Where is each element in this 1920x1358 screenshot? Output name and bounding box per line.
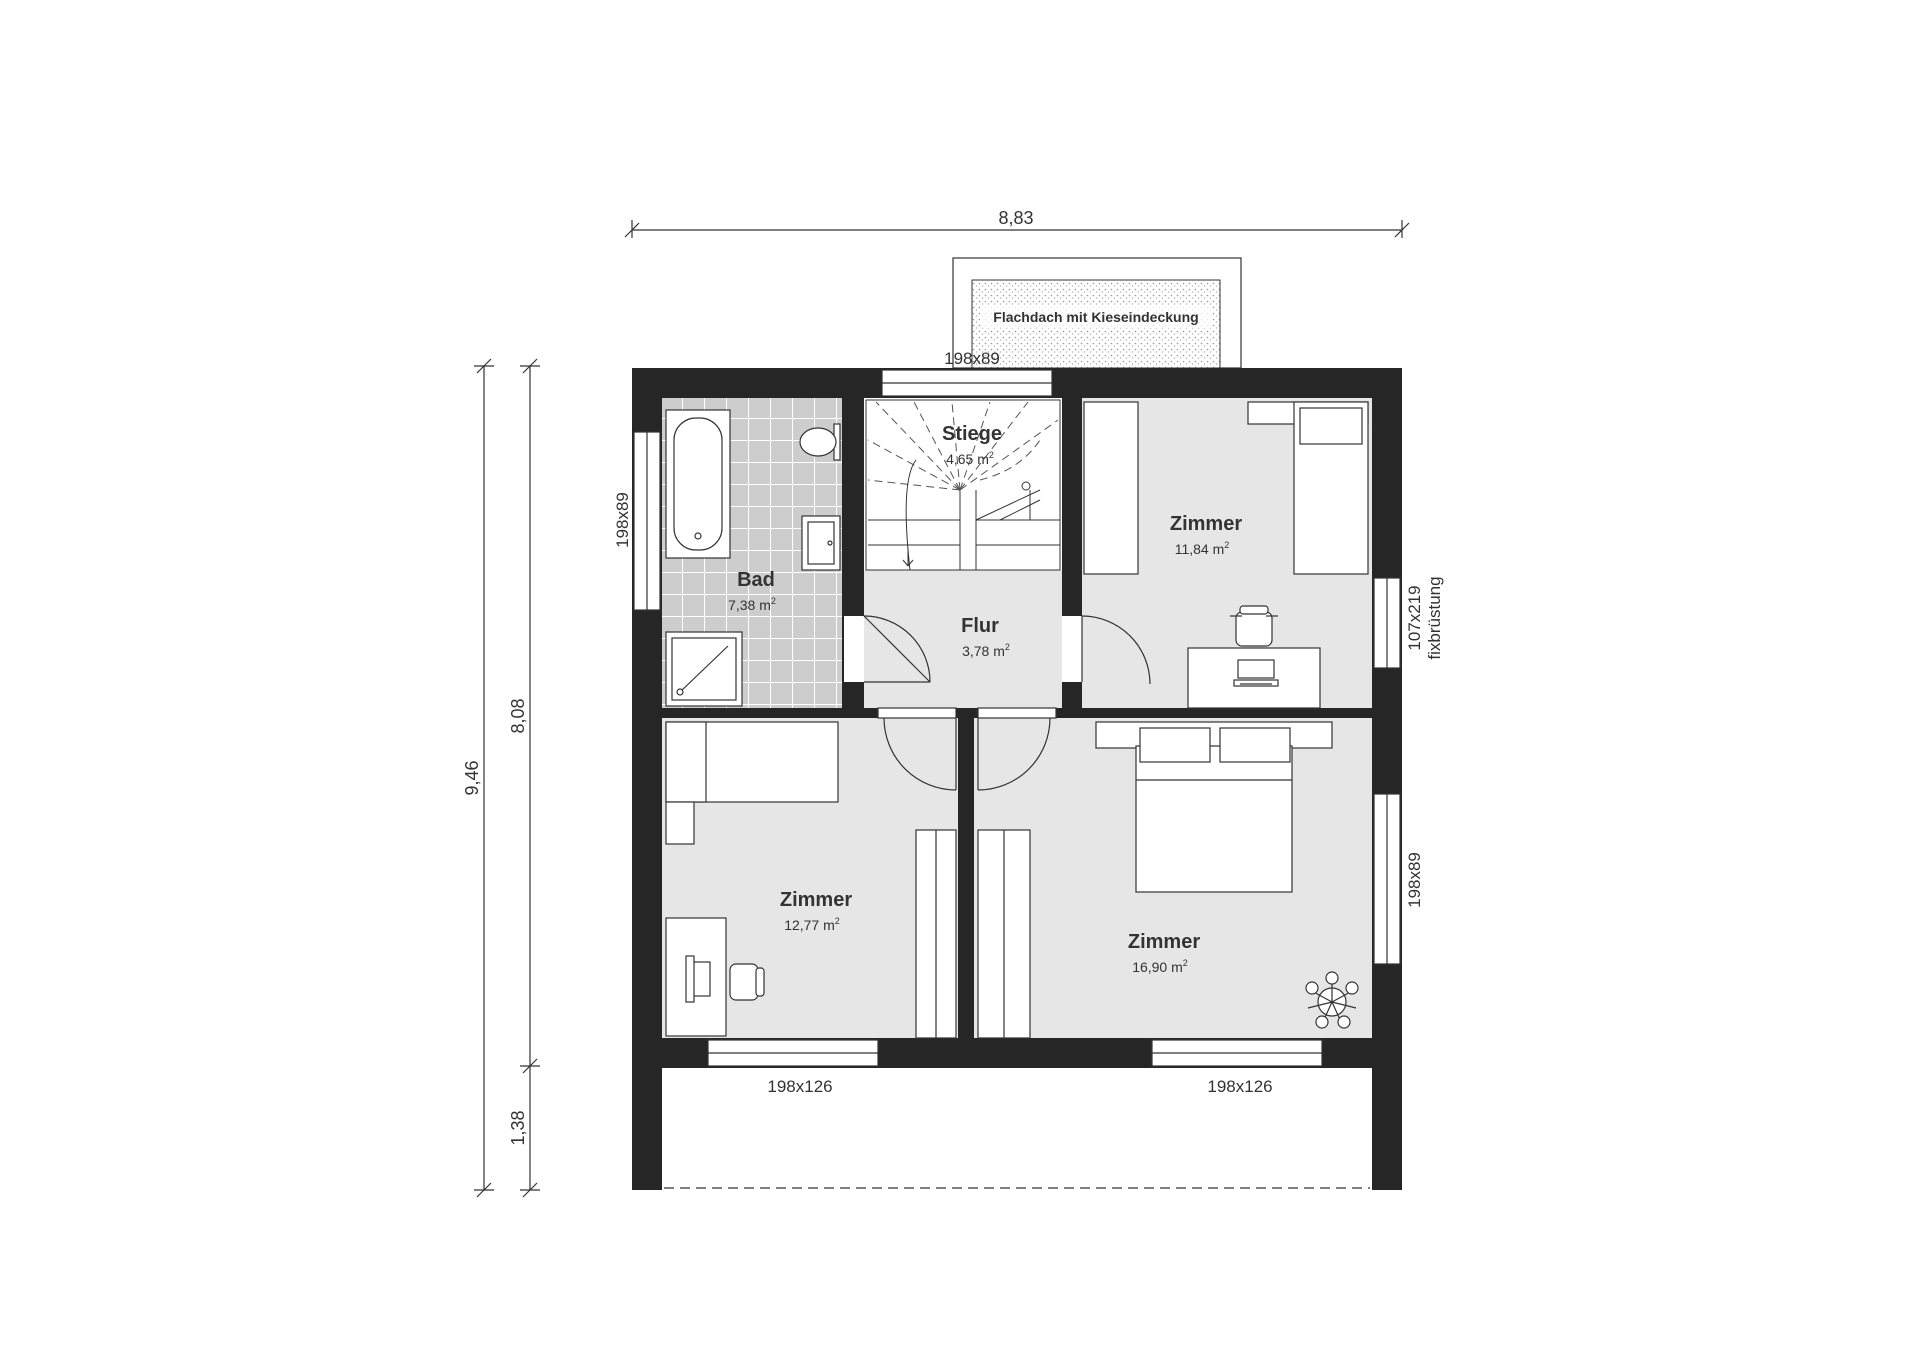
window-right-lower-label: 198x89 xyxy=(1405,852,1424,908)
toilet-icon xyxy=(799,423,841,461)
window-top-label: 198x89 xyxy=(944,349,1000,368)
chair-ne-icon xyxy=(1230,605,1278,647)
dimension-height-inner-label: 8,08 xyxy=(508,698,528,733)
dimension-top xyxy=(624,220,1410,238)
bed-single-ne-icon xyxy=(1247,401,1369,575)
svg-text:Bad: Bad xyxy=(737,569,775,591)
dimension-left-outer xyxy=(474,358,494,1198)
svg-text:4,65 m2: 4,65 m2 xyxy=(946,450,994,467)
svg-text:16,90 m2: 16,90 m2 xyxy=(1132,958,1188,975)
window-bottom-right-label: 198x126 xyxy=(1207,1077,1272,1096)
room-label-bad: Bad 7,38 m2 xyxy=(728,569,776,613)
room-label-flur: Flur 3,78 m2 xyxy=(961,615,1010,659)
svg-text:3,78 m2: 3,78 m2 xyxy=(962,642,1010,659)
desk-sw-icon xyxy=(665,917,765,1037)
dimension-height-total-label: 9,46 xyxy=(462,760,482,795)
window-right-upper-note: fixbrüstung xyxy=(1425,576,1444,659)
svg-text:Flur: Flur xyxy=(961,615,999,637)
desk-ne-icon xyxy=(1187,647,1321,709)
wardrobe-ne xyxy=(1083,401,1139,575)
svg-text:Stiege: Stiege xyxy=(942,423,1002,445)
window-left-label: 198x89 xyxy=(613,492,632,548)
doors xyxy=(844,615,1151,791)
staircase-icon xyxy=(865,399,1061,571)
shower-icon xyxy=(665,631,743,707)
svg-text:7,38 m2: 7,38 m2 xyxy=(728,596,776,613)
dimension-width-label: 8,83 xyxy=(998,208,1033,228)
room-label-stiege: Stiege 4,65 m2 xyxy=(942,423,1002,467)
window-bottom-left-label: 198x126 xyxy=(767,1077,832,1096)
dimension-left-inner xyxy=(520,358,540,1198)
room-label-zimmer-sw: Zimmer 12,77 m2 xyxy=(780,889,852,933)
bathtub-icon xyxy=(665,409,731,559)
bed-double-se-icon xyxy=(1095,721,1333,893)
svg-text:11,84 m2: 11,84 m2 xyxy=(1175,540,1230,557)
room-label-zimmer-se: Zimmer 16,90 m2 xyxy=(1128,931,1200,975)
svg-text:12,77 m2: 12,77 m2 xyxy=(784,916,840,933)
room-label-zimmer-ne: Zimmer 11,84 m2 xyxy=(1170,513,1242,557)
svg-text:Zimmer: Zimmer xyxy=(780,889,852,911)
bed-single-sw-icon xyxy=(665,721,839,845)
sink-icon xyxy=(801,515,841,571)
wardrobe-se xyxy=(977,829,1031,1039)
plant-icon xyxy=(1305,971,1359,1029)
flat-roof-label: Flachdach mit Kieseindeckung xyxy=(993,309,1198,325)
wardrobe-sw xyxy=(915,829,957,1039)
svg-text:Zimmer: Zimmer xyxy=(1170,513,1242,535)
window-right-upper-label: 107x219 xyxy=(1405,585,1424,650)
dimension-height-balcony-label: 1,38 xyxy=(508,1110,528,1145)
svg-text:Zimmer: Zimmer xyxy=(1128,931,1200,953)
windows xyxy=(633,369,1401,1067)
